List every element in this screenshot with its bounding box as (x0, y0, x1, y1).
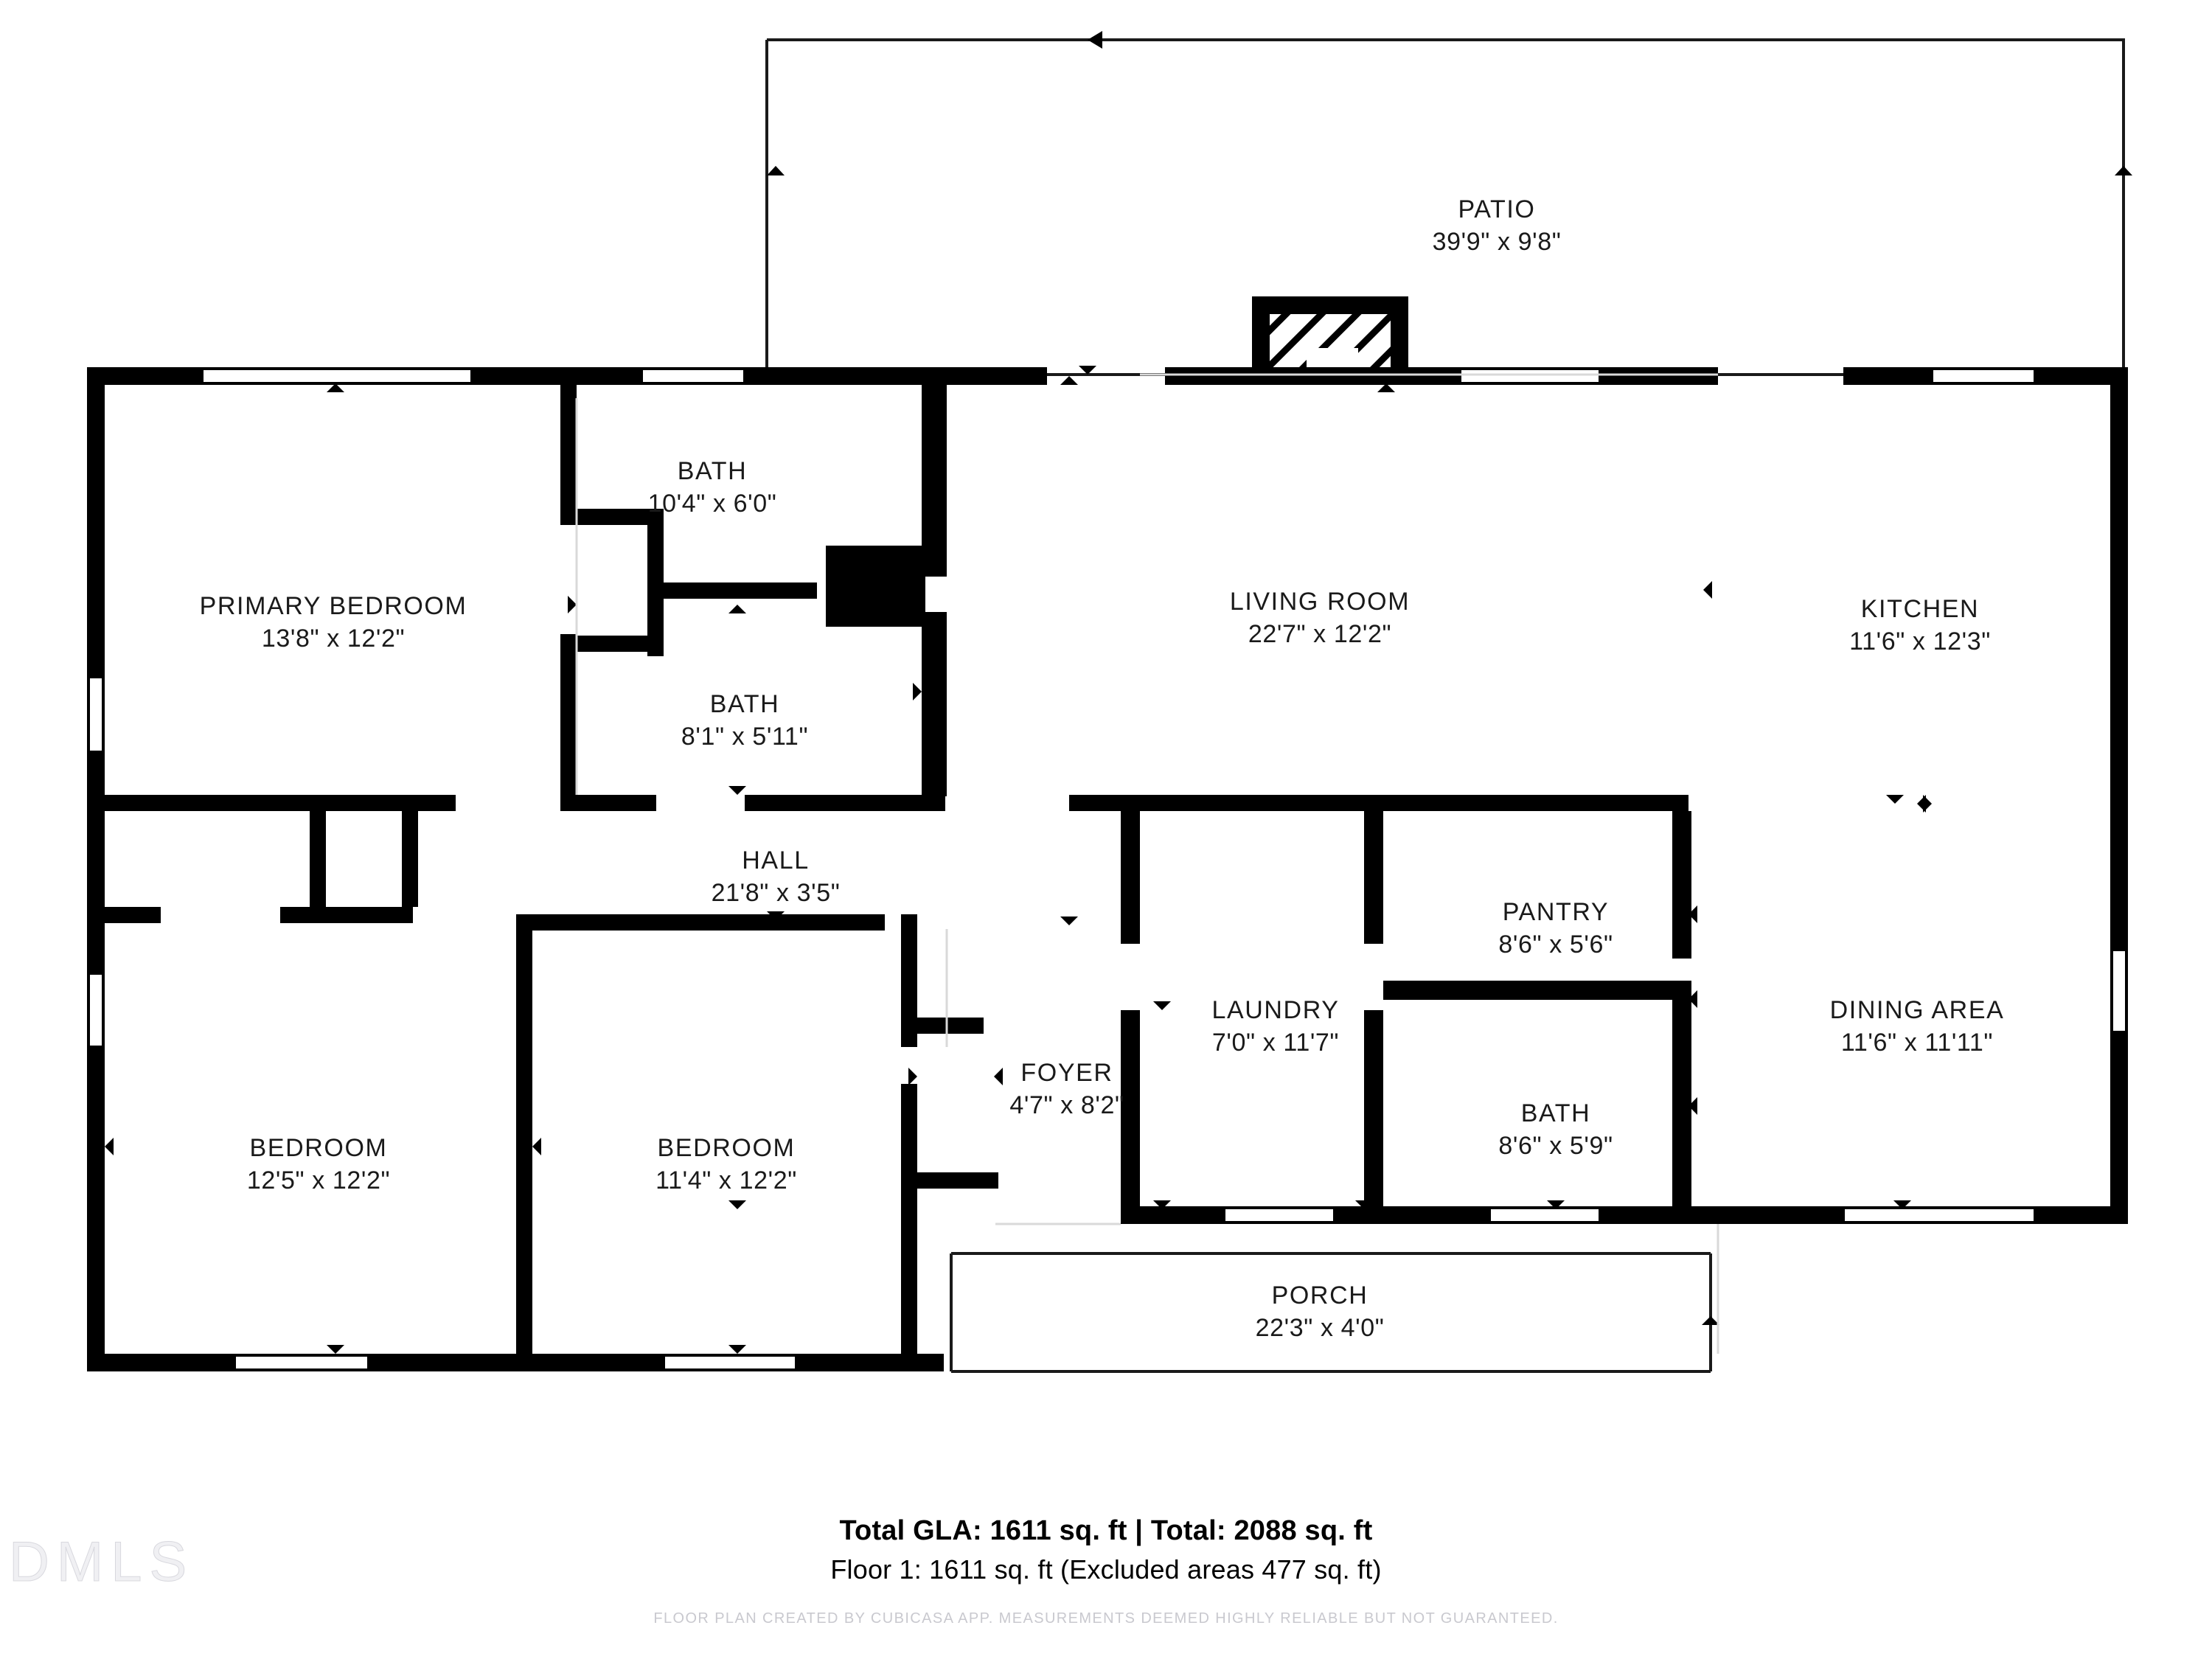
room-label-patio: PATIO 39'9" x 9'8" (1433, 193, 1562, 258)
room-name: PORCH (1271, 1281, 1368, 1310)
room-label-hall: HALL 21'8" x 3'5" (712, 844, 841, 909)
room-label-laundry: LAUNDRY 7'0" x 11'7" (1211, 994, 1339, 1059)
room-name: PRIMARY BEDROOM (199, 592, 467, 620)
kitchen-marker (1917, 795, 1932, 813)
room-name: BATH (709, 690, 780, 718)
room-dimensions: 13'8" x 12'2" (261, 625, 406, 653)
area-summary: Total GLA: 1611 sq. ft | Total: 2088 sq.… (0, 1515, 2212, 1627)
room-dimensions: 39'9" x 9'8" (1432, 228, 1562, 257)
door-direction-markers (105, 376, 1911, 1354)
room-label-pantry: PANTRY 8'6" x 5'6" (1498, 896, 1613, 961)
room-name: BATH (677, 457, 748, 485)
disclaimer-text: FLOOR PLAN CREATED BY CUBICASA APP. MEAS… (653, 1610, 1559, 1627)
room-name: PANTRY (1502, 898, 1610, 926)
interior-walls (87, 367, 1691, 1371)
watermark-logo: DMLS (8, 1531, 195, 1594)
room-label-bath-primary: BATH 10'4" x 6'0" (648, 455, 777, 520)
room-label-primary-bedroom: PRIMARY BEDROOM 13'8" x 12'2" (200, 590, 467, 655)
room-dimensions: 8'6" x 5'9" (1498, 1132, 1613, 1161)
room-name: BEDROOM (249, 1134, 388, 1162)
room-label-foyer: FOYER 4'7" x 8'2" (1009, 1057, 1124, 1121)
fireplace-symbol (1252, 296, 1408, 385)
room-dimensions: 8'1" x 5'11" (681, 723, 809, 751)
room-dimensions: 21'8" x 3'5" (711, 879, 841, 908)
room-dimensions: 10'4" x 6'0" (647, 490, 777, 518)
room-dimensions: 11'4" x 12'2" (655, 1166, 797, 1195)
room-dimensions: 8'6" x 5'6" (1498, 931, 1613, 959)
thin-reference-lines (575, 373, 1719, 1354)
room-dimensions: 22'3" x 4'0" (1255, 1314, 1385, 1343)
room-label-bath-rear: BATH 8'6" x 5'9" (1498, 1097, 1613, 1162)
room-dimensions: 11'6" x 11'11" (1840, 1029, 1994, 1057)
porch-outline (950, 1252, 1712, 1373)
room-dimensions: 11'6" x 12'3" (1849, 627, 1991, 656)
room-dimensions: 4'7" x 8'2" (1009, 1091, 1124, 1120)
room-label-bedroom-left: BEDROOM 12'5" x 12'2" (247, 1132, 390, 1197)
room-name: LIVING ROOM (1229, 588, 1411, 616)
room-name: HALL (742, 846, 810, 874)
room-name: KITCHEN (1860, 595, 1980, 623)
floor-area-line: Floor 1: 1611 sq. ft (Excluded areas 477… (830, 1554, 1382, 1585)
room-dimensions: 12'5" x 12'2" (246, 1166, 391, 1195)
room-name: BEDROOM (657, 1134, 796, 1162)
room-label-bedroom-mid: BEDROOM 11'4" x 12'2" (655, 1132, 797, 1197)
room-label-living-room: LIVING ROOM 22'7" x 12'2" (1230, 585, 1410, 650)
room-label-bath-hall: BATH 8'1" x 5'11" (681, 688, 808, 753)
room-name: BATH (1520, 1099, 1591, 1127)
room-label-kitchen: KITCHEN 11'6" x 12'3" (1849, 593, 1991, 658)
exterior-walls (87, 367, 2128, 1371)
total-area-line: Total GLA: 1611 sq. ft | Total: 2088 sq.… (839, 1515, 1373, 1546)
room-dimensions: 7'0" x 11'7" (1211, 1029, 1340, 1057)
room-label-porch: PORCH 22'3" x 4'0" (1256, 1279, 1385, 1344)
patio-dimension-ticks (767, 31, 2132, 375)
room-name: FOYER (1020, 1059, 1113, 1087)
room-name: PATIO (1458, 195, 1536, 223)
room-name: DINING AREA (1829, 996, 2005, 1024)
window-symbols (87, 367, 2128, 1371)
room-label-dining-area: DINING AREA 11'6" x 11'11" (1830, 994, 2005, 1059)
room-dimensions: 22'7" x 12'2" (1248, 620, 1392, 649)
room-name: LAUNDRY (1211, 996, 1340, 1024)
porch-dimension-ticks (1702, 1316, 1719, 1325)
